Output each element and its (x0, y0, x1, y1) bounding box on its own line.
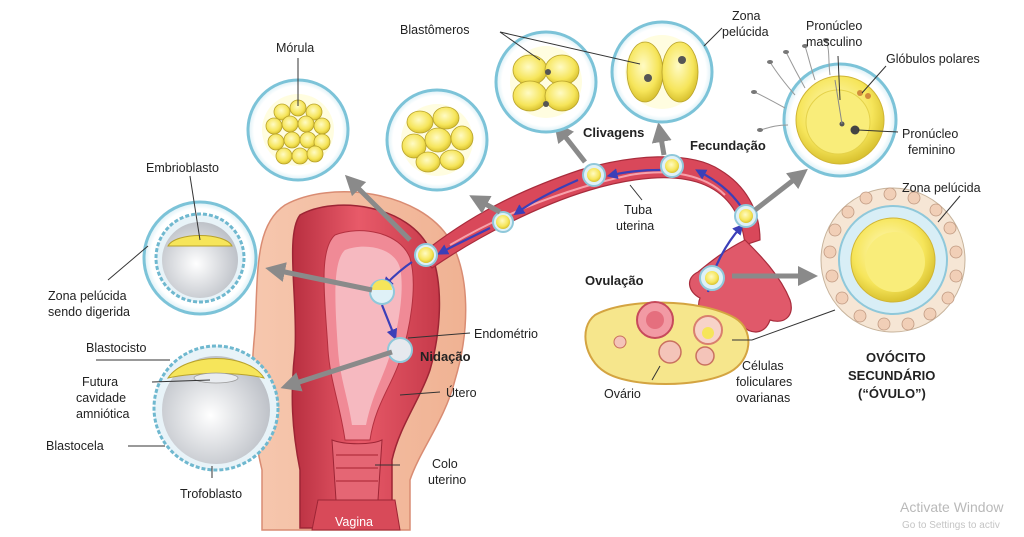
morula-cell (246, 78, 350, 182)
label-nidacao: Nidação (420, 349, 471, 364)
label-celulas-1: Células (742, 359, 784, 373)
path-embryos (369, 154, 758, 363)
zoom-arrows (265, 122, 818, 392)
label-blastocisto: Blastocisto (86, 341, 146, 355)
implanting-blastocyst (152, 344, 280, 472)
label-trofoblasto: Trofoblasto (180, 487, 242, 501)
label-pronucleo-masc-2: masculino (806, 35, 862, 49)
label-tuba-2: uterina (616, 219, 654, 233)
label-ovario: Ovário (604, 387, 641, 401)
label-futura-1: Futura (82, 375, 118, 389)
secondary-oocyte (820, 187, 966, 333)
label-colo-2: uterino (428, 473, 466, 487)
cervix (331, 439, 383, 501)
uterus-anatomy (251, 156, 792, 531)
label-ovocito-2: SECUNDÁRIO (848, 368, 935, 383)
label-vagina: Vagina (335, 515, 373, 529)
label-celulas-3: ovarianas (736, 391, 790, 405)
label-clivagens: Clivagens (583, 125, 644, 140)
label-futura-2: cavidade (76, 391, 126, 405)
label-pronucleo-fem-2: feminino (908, 143, 955, 157)
label-pronucleo-fem-1: Pronúcleo (902, 127, 958, 141)
watermark-line2: Go to Settings to activ (902, 520, 1000, 531)
two-cell-stage (610, 20, 714, 124)
eight-cell-stage (385, 88, 489, 192)
label-embrioblasto: Embrioblasto (146, 161, 219, 175)
four-cell-stage (494, 30, 598, 134)
label-ovocito-1: OVÓCITO (866, 350, 926, 365)
label-tuba-1: Tuba (624, 203, 652, 217)
label-morula: Mórula (276, 41, 314, 55)
label-ovocito-3: (“ÓVULO”) (858, 386, 926, 401)
label-zona-digerida-2: sendo digerida (48, 305, 130, 319)
labels: Mórula Blastômeros Zona pelúcida Pronúcl… (46, 9, 981, 529)
label-blastocela: Blastocela (46, 439, 104, 453)
leader-lines (96, 27, 961, 478)
early-blastocyst (142, 200, 258, 316)
fertilization-cell (751, 38, 898, 178)
label-utero: Útero (446, 385, 477, 400)
label-zona-top-1: Zona (732, 9, 761, 23)
label-futura-3: amniótica (76, 407, 130, 421)
label-celulas-2: foliculares (736, 375, 792, 389)
vagina-canal (311, 499, 401, 531)
windows-activation-watermark: Activate Window Go to Settings to activ (900, 499, 1004, 531)
label-zona-right: Zona pelúcida (902, 181, 981, 195)
label-colo-1: Colo (432, 457, 458, 471)
label-zona-top-2: pelúcida (722, 25, 769, 39)
label-blastomeros: Blastômeros (400, 23, 469, 37)
label-fecundacao: Fecundação (690, 138, 766, 153)
label-globulos-polares: Glóbulos polares (886, 52, 980, 66)
label-pronucleo-masc-1: Pronúcleo (806, 19, 862, 33)
watermark-line1: Activate Window (900, 499, 1004, 515)
label-zona-digerida-1: Zona pelúcida (48, 289, 127, 303)
label-endometrio: Endométrio (474, 327, 538, 341)
label-ovulacao: Ovulação (585, 273, 644, 288)
